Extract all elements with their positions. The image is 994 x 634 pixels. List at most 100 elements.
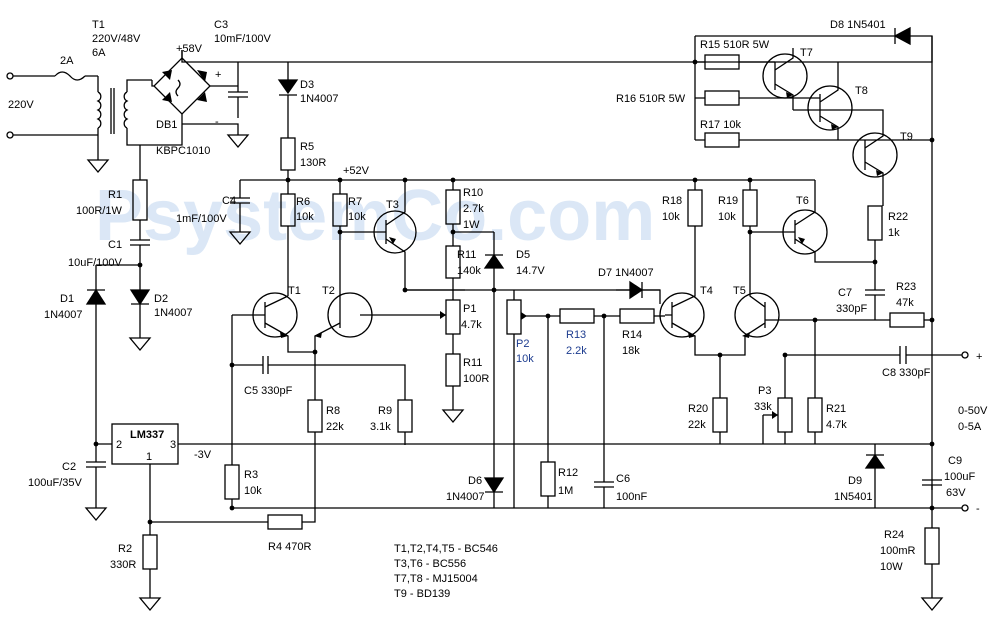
r5-resistor — [280, 137, 296, 171]
svg-text:6A: 6A — [92, 47, 106, 59]
svg-text:P1: P1 — [463, 303, 476, 315]
svg-text:14.7V: 14.7V — [516, 265, 545, 277]
svg-text:4.7k: 4.7k — [461, 319, 482, 331]
svg-text:33k: 33k — [754, 401, 772, 413]
ground-symbol — [86, 159, 110, 174]
svg-text:R20: R20 — [688, 403, 708, 415]
t4-transistor — [659, 292, 705, 338]
svg-text:22k: 22k — [326, 421, 344, 433]
svg-text:R2: R2 — [118, 543, 132, 555]
svg-text:330pF: 330pF — [836, 303, 867, 315]
svg-text:R7: R7 — [348, 196, 362, 208]
svg-text:220V: 220V — [8, 99, 34, 111]
svg-text:3.1k: 3.1k — [370, 421, 391, 433]
svg-text:P2: P2 — [516, 338, 529, 350]
p3-potentiometer — [777, 397, 793, 433]
d3-diode — [277, 62, 299, 138]
svg-text:18k: 18k — [622, 345, 640, 357]
r4-resistor — [267, 514, 303, 530]
svg-text:D7 1N4007: D7 1N4007 — [598, 267, 654, 279]
r11b-resistor — [445, 353, 461, 387]
svg-text:1: 1 — [146, 451, 152, 463]
svg-text:0-5A: 0-5A — [958, 421, 982, 433]
svg-text:+: + — [215, 69, 221, 81]
svg-text:T7,T8 - MJ15004: T7,T8 - MJ15004 — [394, 573, 478, 585]
svg-text:1W: 1W — [463, 219, 480, 231]
svg-text:100uF/35V: 100uF/35V — [28, 477, 82, 489]
svg-text:C5 330pF: C5 330pF — [244, 385, 293, 397]
svg-text:+52V: +52V — [343, 165, 370, 177]
svg-text:1mF/100V: 1mF/100V — [176, 213, 227, 225]
svg-text:T9 - BD139: T9 - BD139 — [394, 588, 450, 600]
svg-text:C9: C9 — [948, 455, 962, 467]
svg-text:DB1: DB1 — [156, 119, 177, 131]
c3-capacitor — [181, 50, 248, 118]
svg-text:10k: 10k — [348, 211, 366, 223]
svg-text:47k: 47k — [896, 297, 914, 309]
svg-text:63V: 63V — [946, 487, 966, 499]
svg-text:R19: R19 — [718, 195, 738, 207]
output-plus-terminal — [961, 351, 969, 359]
svg-text:T4: T4 — [700, 285, 713, 297]
svg-text:C3: C3 — [214, 19, 228, 31]
svg-text:330R: 330R — [110, 559, 136, 571]
svg-text:3: 3 — [170, 439, 176, 451]
svg-text:T3: T3 — [386, 199, 399, 211]
svg-text:T1: T1 — [92, 19, 105, 31]
r17-resistor — [704, 132, 740, 148]
svg-text:100R: 100R — [463, 373, 489, 385]
p2-potentiometer — [506, 299, 522, 335]
svg-text:10W: 10W — [880, 561, 903, 573]
svg-text:D5: D5 — [516, 249, 530, 261]
svg-text:R22: R22 — [888, 211, 908, 223]
svg-text:R15 510R 5W: R15 510R 5W — [700, 39, 770, 51]
svg-text:1k: 1k — [888, 227, 900, 239]
svg-text:C8 330pF: C8 330pF — [882, 367, 931, 379]
t7-transistor — [762, 53, 808, 99]
svg-text:R16 510R 5W: R16 510R 5W — [616, 93, 686, 105]
svg-text:D3: D3 — [300, 79, 314, 91]
svg-text:100R/1W: 100R/1W — [76, 205, 122, 217]
svg-text:C1: C1 — [108, 239, 122, 251]
r16-resistor — [704, 90, 740, 106]
r21-resistor — [807, 397, 823, 433]
c2-capacitor — [84, 444, 108, 522]
svg-text:T6: T6 — [796, 195, 809, 207]
svg-text:10k: 10k — [516, 353, 534, 365]
svg-text:22k: 22k — [688, 419, 706, 431]
p1-potentiometer — [445, 299, 461, 335]
r18-resistor — [687, 189, 703, 227]
svg-text:T1,T2,T4,T5 - BC546: T1,T2,T4,T5 - BC546 — [394, 543, 498, 555]
svg-text:100uF: 100uF — [944, 471, 975, 483]
t9-transistor — [852, 132, 898, 178]
svg-text:R11: R11 — [463, 357, 482, 369]
svg-text:R12: R12 — [558, 467, 578, 479]
svg-text:T2: T2 — [322, 285, 335, 297]
svg-text:100nF: 100nF — [616, 491, 647, 503]
r22-resistor — [867, 205, 883, 241]
svg-text:10mF/100V: 10mF/100V — [214, 33, 272, 45]
mains-input — [6, 71, 183, 174]
svg-text:1N5401: 1N5401 — [834, 491, 873, 503]
svg-text:T1: T1 — [288, 285, 301, 297]
c8-capacitor — [785, 346, 962, 364]
svg-text:+: + — [976, 351, 982, 363]
svg-text:1N4007: 1N4007 — [44, 309, 83, 321]
svg-text:R3: R3 — [244, 469, 258, 481]
svg-text:140k: 140k — [457, 265, 481, 277]
svg-text:D1: D1 — [60, 293, 74, 305]
svg-text:R4 470R: R4 470R — [268, 541, 311, 553]
svg-text:R8: R8 — [326, 405, 340, 417]
c7-capacitor — [865, 262, 885, 320]
r12-resistor — [540, 461, 556, 497]
c5-capacitor — [232, 356, 406, 392]
svg-text:R1: R1 — [108, 189, 122, 201]
svg-text:T9: T9 — [900, 131, 913, 143]
r19-resistor — [742, 189, 758, 227]
primary-winding — [96, 91, 102, 129]
svg-text:R17 10k: R17 10k — [700, 119, 741, 131]
svg-text:R10: R10 — [463, 187, 483, 199]
svg-text:KBPC1010: KBPC1010 — [156, 145, 210, 157]
